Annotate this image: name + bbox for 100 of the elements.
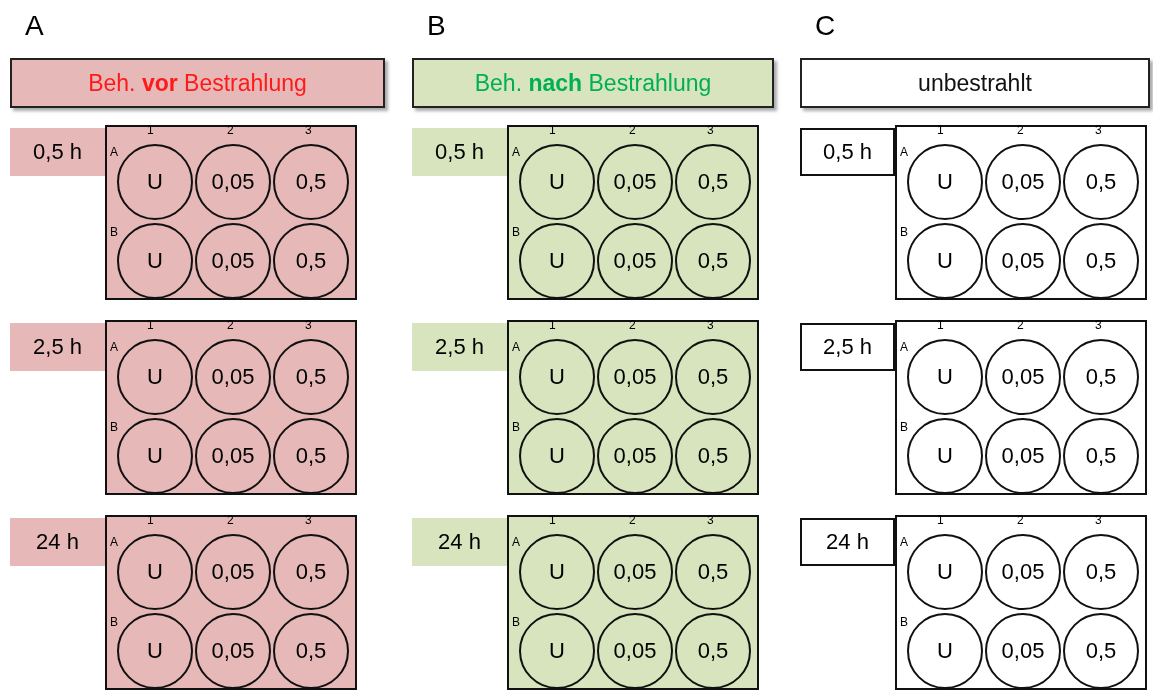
row-letter: B	[110, 225, 118, 239]
time-tag: 2,5 h	[10, 323, 105, 371]
row-letter: B	[900, 225, 908, 239]
well-circle: U	[907, 613, 983, 689]
column-number: 3	[707, 123, 714, 137]
well-circle: 0,5	[1063, 534, 1139, 610]
column-number: 1	[549, 318, 556, 332]
row-letter: A	[900, 145, 908, 159]
row-letter: A	[512, 535, 520, 549]
time-tag: 0,5 h	[800, 128, 895, 176]
column-number: 1	[147, 318, 154, 332]
column-number: 1	[937, 123, 944, 137]
panel-letter: A	[25, 10, 44, 42]
row-letter: B	[512, 615, 520, 629]
well-circle: U	[117, 534, 193, 610]
column-number: 2	[227, 513, 234, 527]
well-circle: 0,5	[1063, 418, 1139, 494]
well-circle: U	[519, 144, 595, 220]
well-circle: 0,5	[1063, 144, 1139, 220]
well-circle: 0,5	[675, 339, 751, 415]
header-box: Beh. vor Bestrahlung	[10, 58, 385, 108]
row-letter: A	[110, 535, 118, 549]
column-number: 3	[305, 123, 312, 137]
well-circle: U	[907, 418, 983, 494]
time-tag: 0,5 h	[10, 128, 105, 176]
well-plate	[507, 320, 759, 495]
well-circle: 0,05	[985, 144, 1061, 220]
well-circle: 0,5	[675, 223, 751, 299]
well-circle: 0,05	[195, 534, 271, 610]
well-circle: U	[907, 339, 983, 415]
column-number: 3	[305, 318, 312, 332]
column-number: 1	[937, 513, 944, 527]
well-circle: 0,05	[195, 223, 271, 299]
column-number: 2	[1017, 123, 1024, 137]
column-number: 3	[305, 513, 312, 527]
panel-letter: C	[815, 10, 836, 42]
well-circle: 0,05	[195, 613, 271, 689]
row-letter: B	[110, 615, 118, 629]
well-circle: U	[907, 534, 983, 610]
column-number: 2	[227, 318, 234, 332]
well-circle: 0,05	[195, 144, 271, 220]
column-number: 2	[629, 318, 636, 332]
well-circle: U	[907, 223, 983, 299]
time-tag: 24 h	[10, 518, 105, 566]
well-plate	[895, 125, 1147, 300]
row-letter: A	[512, 145, 520, 159]
well-circle: U	[519, 339, 595, 415]
well-circle: 0,05	[985, 339, 1061, 415]
well-circle: U	[117, 613, 193, 689]
column-number: 2	[1017, 513, 1024, 527]
column-number: 1	[549, 513, 556, 527]
well-plate	[105, 125, 357, 300]
time-tag: 2,5 h	[412, 323, 507, 371]
well-circle: U	[519, 223, 595, 299]
well-circle: U	[519, 418, 595, 494]
time-tag: 2,5 h	[800, 323, 895, 371]
well-plate	[507, 515, 759, 690]
column-number: 3	[707, 318, 714, 332]
row-letter: B	[900, 420, 908, 434]
well-circle: 0,5	[273, 223, 349, 299]
column-number: 2	[629, 513, 636, 527]
well-circle: 0,5	[273, 534, 349, 610]
well-circle: U	[907, 144, 983, 220]
well-circle: 0,05	[597, 144, 673, 220]
well-circle: 0,05	[597, 339, 673, 415]
row-letter: B	[110, 420, 118, 434]
column-number: 2	[227, 123, 234, 137]
well-circle: 0,5	[675, 144, 751, 220]
well-plate	[507, 125, 759, 300]
row-letter: B	[512, 225, 520, 239]
well-circle: 0,5	[273, 144, 349, 220]
well-circle: 0,5	[1063, 223, 1139, 299]
well-circle: 0,05	[195, 339, 271, 415]
well-circle: U	[117, 418, 193, 494]
well-circle: 0,05	[985, 418, 1061, 494]
well-circle: 0,05	[597, 223, 673, 299]
column-number: 3	[1095, 513, 1102, 527]
well-circle: 0,05	[985, 613, 1061, 689]
well-plate	[895, 320, 1147, 495]
column-number: 3	[1095, 123, 1102, 137]
well-circle: 0,5	[675, 613, 751, 689]
well-plate	[105, 320, 357, 495]
row-letter: B	[900, 615, 908, 629]
header-box: unbestrahlt	[800, 58, 1150, 108]
well-circle: 0,05	[597, 534, 673, 610]
row-letter: A	[512, 340, 520, 354]
column-number: 3	[707, 513, 714, 527]
row-letter: B	[512, 420, 520, 434]
column-number: 1	[549, 123, 556, 137]
well-circle: 0,5	[675, 418, 751, 494]
well-circle: 0,5	[1063, 613, 1139, 689]
row-letter: A	[110, 145, 118, 159]
well-circle: U	[519, 534, 595, 610]
well-circle: 0,5	[273, 613, 349, 689]
well-circle: U	[519, 613, 595, 689]
time-tag: 0,5 h	[412, 128, 507, 176]
column-number: 2	[629, 123, 636, 137]
column-number: 1	[147, 123, 154, 137]
row-letter: A	[900, 340, 908, 354]
column-number: 2	[1017, 318, 1024, 332]
